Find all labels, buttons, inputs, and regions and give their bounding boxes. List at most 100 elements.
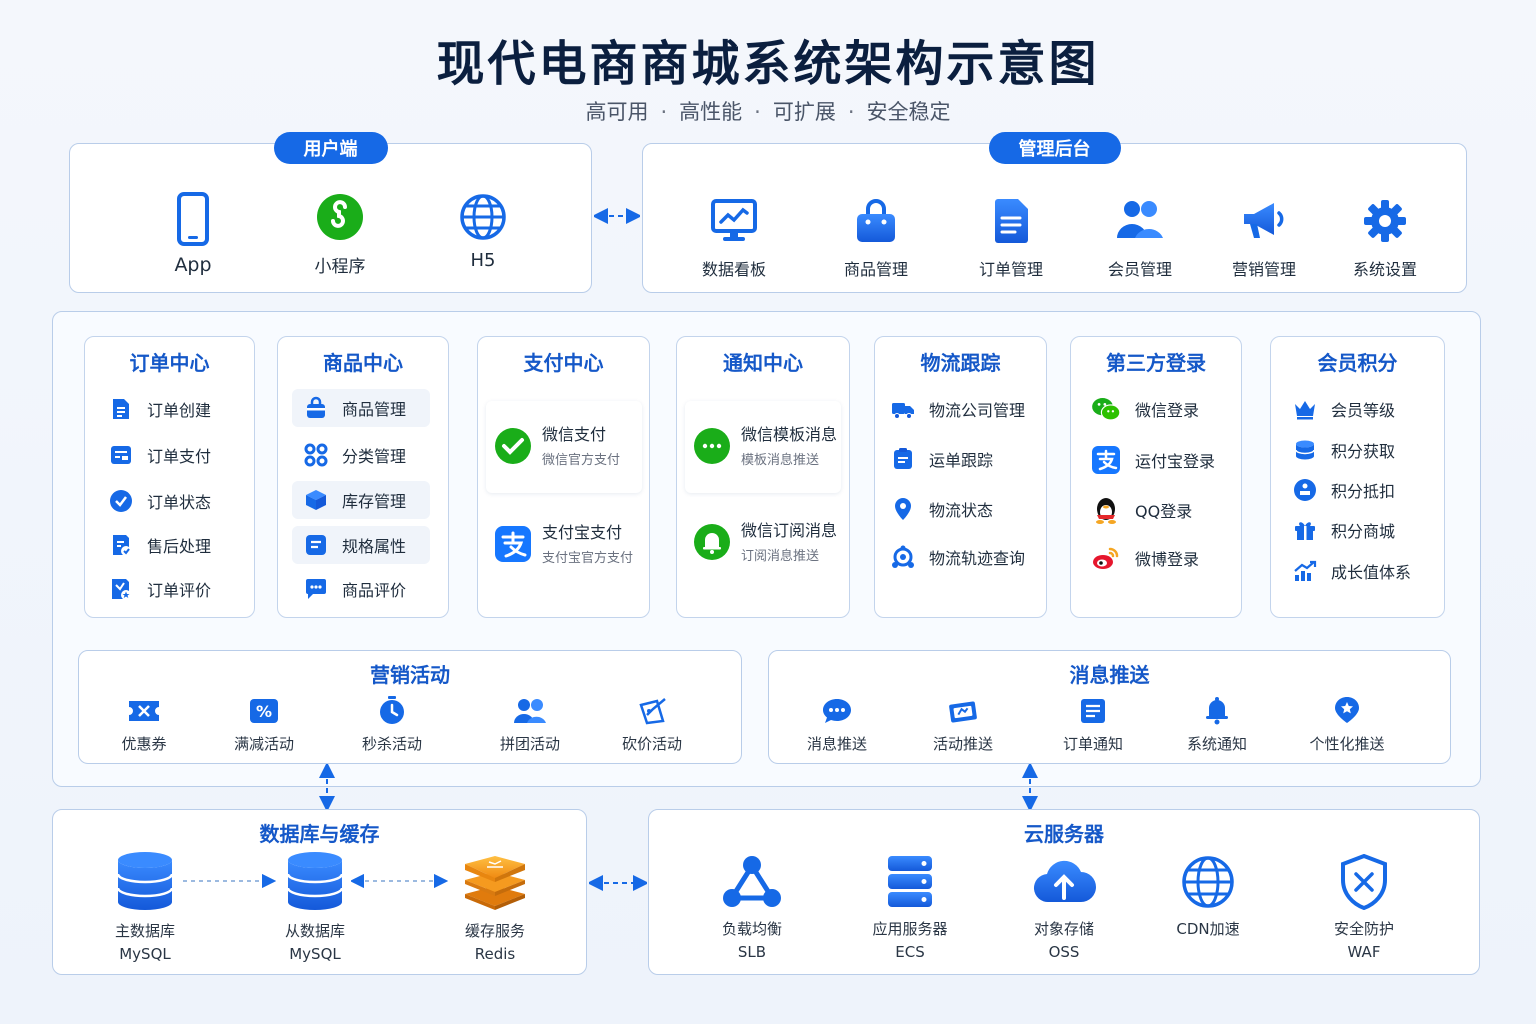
marketing-item-label: 秒杀活动	[361, 735, 422, 753]
admin-settings[interactable]: 系统设置	[1340, 198, 1430, 280]
marketing-item[interactable]: % 满减活动	[227, 697, 301, 754]
service-item[interactable]: 会员等级	[1293, 397, 1395, 421]
cloud-name: 负载均衡	[721, 920, 782, 938]
admin-products[interactable]: 商品管理	[831, 198, 921, 280]
admin-orders[interactable]: 订单管理	[966, 198, 1056, 280]
service-item[interactable]: 积分获取	[1293, 438, 1395, 462]
group-icon	[514, 699, 546, 723]
page-subtitle: 高可用·高性能·可扩展·安全稳定	[0, 96, 1536, 126]
coupon-icon	[129, 701, 159, 721]
push-item[interactable]: 订单通知	[1055, 697, 1131, 754]
service-item[interactable]: 订单评价	[109, 577, 211, 601]
master-slave-connector	[183, 874, 277, 888]
service-title: 第三方登录	[1106, 351, 1206, 375]
service-item[interactable]: 积分抵扣	[1293, 478, 1395, 502]
user-side-item-label: 小程序	[314, 257, 366, 277]
cloud-title: 云服务器	[1024, 822, 1104, 846]
route-search-icon	[892, 545, 914, 568]
marketing-item[interactable]: 优惠券	[111, 697, 177, 754]
service-item[interactable]: 商品评价	[304, 577, 406, 601]
service-item[interactable]: QQ登录	[1091, 495, 1192, 525]
marketing-item-label: 砍价活动	[621, 735, 682, 753]
marketing-title: 营销活动	[370, 663, 450, 687]
notify-title: 微信模板消息	[741, 425, 838, 444]
service-item-label: 售后处理	[147, 537, 212, 556]
notify-subtitle: 订阅消息推送	[741, 549, 820, 564]
marketing-item[interactable]: 拼团活动	[493, 697, 567, 754]
admin-dashboard[interactable]: 数据看板	[689, 198, 779, 280]
order-note-icon	[1081, 699, 1105, 723]
service-item[interactable]: 订单状态	[109, 489, 211, 513]
service-item[interactable]: 物流轨迹查询	[891, 545, 1025, 569]
admin-members[interactable]: 会员管理	[1095, 198, 1185, 280]
push-item-label: 消息推送	[806, 735, 867, 753]
database-icon	[286, 852, 344, 910]
db-tech: MySQL	[119, 945, 171, 963]
service-item[interactable]: 售后处理	[109, 533, 211, 557]
push-item[interactable]: 系统通知	[1179, 695, 1255, 754]
user-side-mini-program[interactable]: 小程序	[300, 192, 380, 277]
service-item-label: 运单跟踪	[929, 451, 994, 470]
admin-item-label: 商品管理	[843, 260, 908, 279]
admin-marketing[interactable]: 营销管理	[1219, 198, 1309, 280]
wechat-message-icon	[694, 428, 730, 464]
check-circle-icon	[110, 490, 132, 512]
service-item[interactable]: 订单支付	[109, 443, 211, 467]
push-item-label: 订单通知	[1062, 735, 1123, 753]
service-item[interactable]: 分类管理	[304, 443, 406, 467]
push-item[interactable]: 消息推送	[799, 697, 875, 754]
service-item[interactable]: 成长值体系	[1293, 559, 1411, 583]
bag-icon	[307, 396, 325, 418]
service-item[interactable]: 订单创建	[109, 397, 211, 421]
marketing-panel: 营销活动 优惠券 % 满减活动 秒杀活动 拼团活动 砍价活动	[78, 650, 742, 764]
coin-stack-icon	[1295, 440, 1315, 460]
service-item[interactable]: 库存管理	[292, 481, 430, 519]
wechat-subscribe-card[interactable]: 微信订阅消息 订阅消息推送	[685, 497, 841, 589]
user-side-h5[interactable]: H5	[448, 192, 518, 271]
alipay-card[interactable]: 支付宝支付 支付宝官方支付	[486, 499, 642, 591]
service-title: 订单中心	[129, 351, 210, 375]
spec-list-icon	[306, 535, 326, 555]
user-side-app[interactable]: App	[158, 192, 228, 276]
page-title: 现代电商商城系统架构示意图	[436, 36, 1100, 92]
push-item[interactable]: 个性化推送	[1299, 695, 1395, 754]
cloud-tech: WAF	[1347, 943, 1381, 961]
weibo-icon	[1093, 547, 1119, 569]
cloud-item-cdn[interactable]: CDN加速	[1163, 854, 1253, 941]
qq-penguin-icon	[1096, 498, 1116, 524]
wechat-template-card[interactable]: 微信模板消息 模板消息推送	[685, 401, 841, 493]
slave-cache-connector	[351, 874, 449, 888]
service-item[interactable]: 商品管理	[292, 389, 430, 427]
push-item[interactable]: 活动推送	[925, 697, 1001, 754]
service-item[interactable]: 微博登录	[1091, 543, 1199, 573]
pay-subtitle: 微信官方支付	[542, 453, 621, 468]
service-item[interactable]: 物流公司管理	[891, 397, 1025, 421]
alipay-icon	[495, 526, 531, 562]
service-item[interactable]: 运单跟踪	[891, 447, 993, 471]
service-item[interactable]: 物流状态	[891, 497, 993, 521]
database-icon	[116, 852, 174, 910]
pay-title: 支付宝支付	[542, 523, 623, 542]
service-item[interactable]: 运付宝登录	[1091, 445, 1215, 475]
service-item[interactable]: 积分商城	[1293, 518, 1395, 542]
marketing-item[interactable]: 秒杀活动	[355, 695, 429, 754]
wechat-pay-card[interactable]: 微信支付 微信官方支付	[486, 401, 642, 493]
marketing-item[interactable]: 砍价活动	[615, 697, 689, 754]
service-item-label: 微信登录	[1135, 401, 1200, 420]
marketing-item-label: 拼团活动	[499, 735, 560, 753]
cloud-name: 应用服务器	[872, 920, 948, 938]
truck-icon	[892, 403, 914, 419]
service-item[interactable]: 微信登录	[1091, 395, 1199, 423]
service-item-label: 订单评价	[147, 581, 212, 600]
service-item[interactable]: 规格属性	[292, 526, 430, 564]
subtitle-item: 高可用	[585, 100, 649, 124]
service-item-label: 物流状态	[929, 501, 994, 520]
